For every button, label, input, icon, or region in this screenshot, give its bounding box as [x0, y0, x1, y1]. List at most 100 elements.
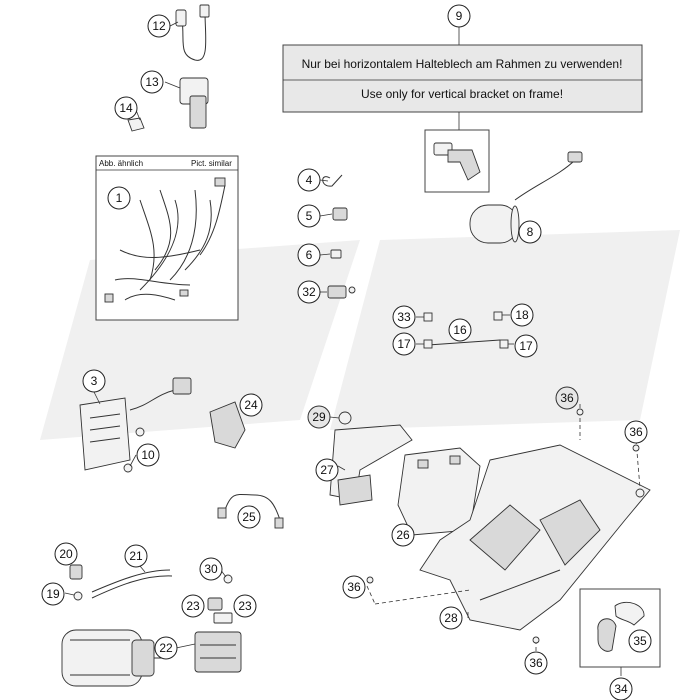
callout-number: 32 [302, 285, 316, 299]
callout-number: 36 [529, 656, 543, 670]
callout-circle [140, 70, 164, 94]
callout-c14: 14 [114, 96, 138, 120]
callout-circle [181, 594, 205, 618]
callout-c30: 30 [199, 557, 223, 581]
callout-number: 23 [186, 599, 200, 613]
callout-c8: 8 [518, 220, 542, 244]
nut-part [632, 444, 640, 452]
callout-number: 23 [238, 599, 252, 613]
callout-number: 25 [242, 510, 256, 524]
harness-detail-box [95, 155, 239, 321]
callout-circle [147, 14, 171, 38]
callout-c34: 34 [609, 677, 633, 700]
callout-number: 36 [347, 580, 361, 594]
leader-line [374, 589, 471, 605]
callout-circle [315, 458, 339, 482]
nut-part [532, 636, 540, 644]
callout-c27: 27 [315, 458, 339, 482]
callout-c35: 35 [628, 629, 652, 653]
callout-number: 24 [244, 398, 258, 412]
callout-circle [199, 557, 223, 581]
callout-c24: 24 [239, 393, 263, 417]
callout-number: 33 [397, 310, 411, 324]
callout-circle [82, 369, 106, 393]
connector-cap-part [597, 602, 645, 652]
callout-c19: 19 [41, 582, 65, 606]
callout-number: 10 [141, 448, 155, 462]
callout-circle [392, 332, 416, 356]
callout-c12: 12 [147, 14, 171, 38]
callout-circle [518, 220, 542, 244]
callout-circle [136, 443, 160, 467]
leader-line [319, 179, 329, 182]
leader-line [329, 416, 340, 419]
callout-circle [124, 544, 148, 568]
callout-number: 3 [91, 374, 98, 388]
callout-circle [510, 303, 534, 327]
callout-c29: 29 [307, 405, 331, 429]
callout-number: 13 [145, 75, 159, 89]
callout-number: 17 [397, 337, 411, 351]
callout-circle [624, 420, 648, 444]
callout-number: 14 [119, 101, 133, 115]
callout-circle [342, 575, 366, 599]
small-cable-part [69, 564, 173, 601]
clip-part [332, 207, 348, 221]
starter-motor-part [61, 629, 165, 687]
harness-label-right: Pict. similar [191, 159, 232, 168]
callout-c25: 25 [237, 505, 261, 529]
callout-circle [297, 280, 321, 304]
note-german-text: Nur bei horizontalem Halteblech am Rahme… [302, 57, 623, 71]
screw-part [330, 249, 342, 259]
callout-circle [239, 393, 263, 417]
callout-number: 36 [560, 391, 574, 405]
callout-c36b: 36 [624, 420, 648, 444]
callout-circle [392, 305, 416, 329]
callout-number: 30 [204, 562, 218, 576]
callout-number: 34 [614, 682, 628, 696]
callout-circle [391, 523, 415, 547]
leader-line [366, 585, 376, 605]
callout-number: 12 [152, 19, 166, 33]
callout-c32: 32 [297, 280, 321, 304]
callout-c23b: 23 [233, 594, 257, 618]
callout-c33: 33 [392, 305, 416, 329]
callout-c1: 1 [107, 186, 131, 210]
callout-number: 9 [456, 9, 463, 23]
callout-circle [439, 606, 463, 630]
rubber-cover-part [209, 401, 246, 449]
callout-number: 1 [116, 191, 123, 205]
leader-line [139, 565, 146, 573]
callout-circle [41, 582, 65, 606]
callout-circle [447, 4, 471, 28]
callout-circle [307, 405, 331, 429]
callout-c26: 26 [391, 523, 415, 547]
wiring-harness-part [104, 177, 226, 303]
callout-c36c: 36 [342, 575, 366, 599]
callout-number: 16 [453, 323, 467, 337]
callout-c9: 9 [447, 4, 471, 28]
callout-circle [524, 651, 548, 675]
callout-circle [107, 186, 131, 210]
callout-circle [154, 636, 178, 660]
capacitor-part [469, 151, 583, 244]
leader-line [319, 253, 331, 256]
callout-circle [628, 629, 652, 653]
callout-c3: 3 [82, 369, 106, 393]
callout-number: 28 [444, 611, 458, 625]
callout-number: 27 [320, 463, 334, 477]
leader-line [64, 592, 75, 596]
callout-c36a: 36 [555, 386, 579, 410]
leader-line [319, 213, 333, 217]
callout-number: 17 [519, 339, 533, 353]
callout-circle [609, 677, 633, 700]
callout-number: 20 [59, 547, 73, 561]
callout-circle [555, 386, 579, 410]
callout-number: 19 [46, 587, 60, 601]
callout-c21: 21 [124, 544, 148, 568]
leader-line [93, 391, 101, 405]
callout-c16: 16 [448, 318, 472, 342]
note-box [282, 44, 643, 113]
